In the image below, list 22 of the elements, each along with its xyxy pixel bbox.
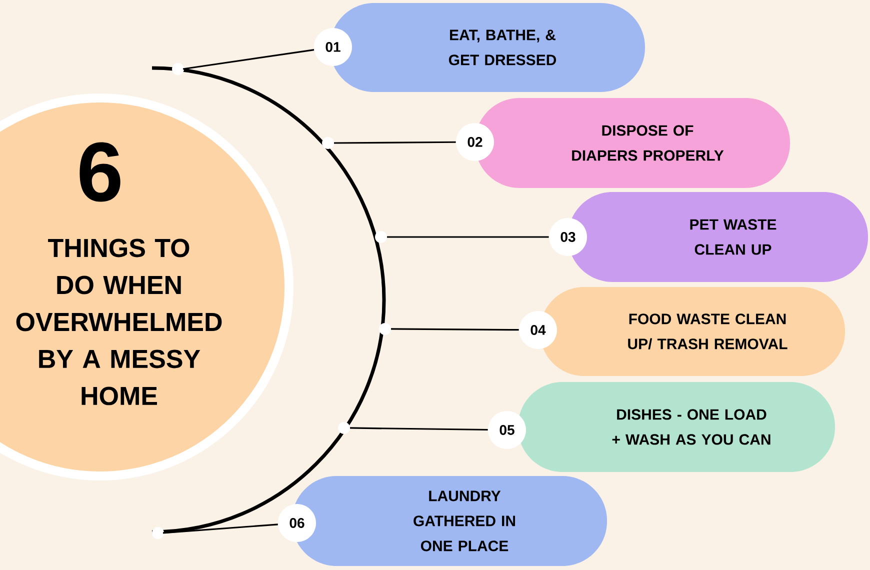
number-badge: 06 <box>278 504 316 542</box>
title-text: THINGS TO DO WHEN OVERWHELMED BY A MESSY HOME <box>16 238 222 406</box>
big-number: 6 <box>80 142 120 202</box>
number-badge: 05 <box>488 410 526 449</box>
connector-line <box>350 427 488 431</box>
task-text: LAUNDRY GATHERED IN ONE PLACE <box>414 490 516 552</box>
number-badge: 01 <box>314 28 352 66</box>
task-text: DISPOSE OF DIAPERS PROPERLY <box>572 125 724 161</box>
connector-line <box>391 328 519 331</box>
title-circle <box>0 94 294 480</box>
task-text: DISHES - ONE LOAD + WASH AS YOU CAN <box>612 409 770 445</box>
task-text: PET WASTE CLEAN UP <box>690 219 776 255</box>
task-pill <box>518 382 835 472</box>
task-text: FOOD WASTE CLEAN UP/ TRASH REMOVAL <box>628 314 788 350</box>
connector-line <box>334 141 456 144</box>
number-badge: 04 <box>519 311 557 349</box>
connector-line <box>162 524 278 534</box>
connector-line <box>387 236 549 238</box>
number-badge: 03 <box>549 218 587 256</box>
task-text: EAT, BATHE, & GET DRESSED <box>448 30 556 66</box>
number-badge: 02 <box>456 123 494 161</box>
connector-line <box>182 48 314 70</box>
